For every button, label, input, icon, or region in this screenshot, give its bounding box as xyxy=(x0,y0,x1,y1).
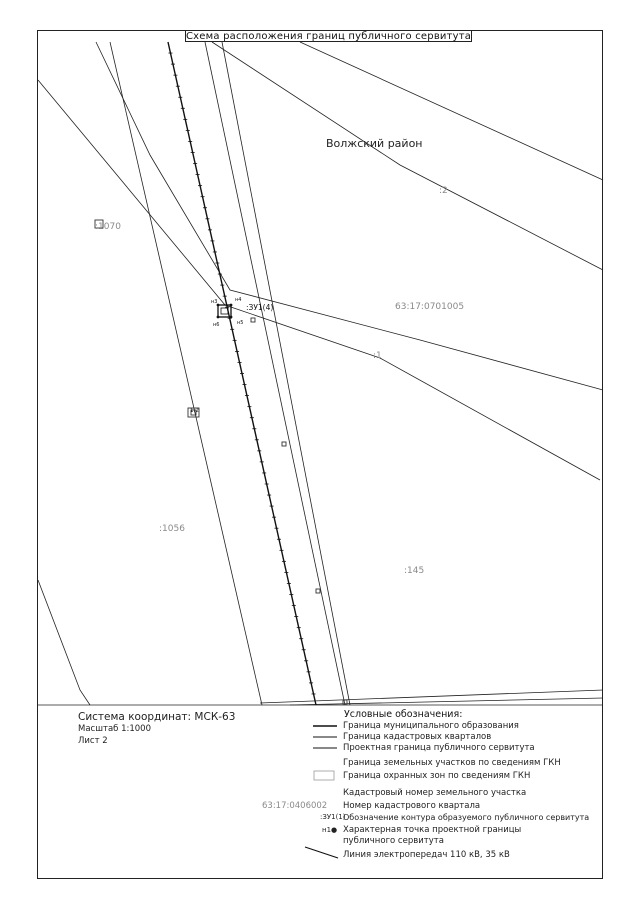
legend-sym-zone xyxy=(313,770,335,781)
legend-item-point-cont: публичного сервитута xyxy=(343,836,444,846)
marker-square xyxy=(250,317,256,323)
parcel-label: :145 xyxy=(404,566,425,576)
legend-item-powerline: Линия электропередач 110 кВ, 35 кВ xyxy=(343,850,510,860)
parcel-label: :1 xyxy=(373,351,382,361)
boundary-line xyxy=(37,579,91,706)
legend-title: Условные обозначения: xyxy=(344,709,463,720)
scale-label: Масштаб 1:1000 xyxy=(78,724,152,734)
point-label: н3 xyxy=(211,299,218,305)
servitude-contour xyxy=(217,304,232,318)
info-block: Система координат: МСК-63 Масштаб 1:1000… xyxy=(78,711,235,747)
boundary-line xyxy=(211,41,604,271)
district-label: Волжский район xyxy=(326,137,423,150)
legend-item-parcels: Граница земельных участков по сведениям … xyxy=(343,758,561,768)
boundary-point xyxy=(216,315,220,319)
legend-item-kvartal: Граница кадастровых кварталов xyxy=(343,732,492,742)
zone-square xyxy=(190,409,197,416)
legend-item-point: Характерная точка проектной границы xyxy=(343,825,522,835)
legend-item-zones: Граница охранных зон по сведениям ГКН xyxy=(343,771,531,781)
boundary-point xyxy=(229,315,233,319)
legend-sample-contour: :ЗУ1(1) xyxy=(320,813,346,821)
kvartal-label: 63:17:0701005 xyxy=(395,302,465,312)
power-line-ticks xyxy=(168,52,316,695)
marker-square xyxy=(315,588,321,594)
boundary-point xyxy=(216,303,220,307)
marker-square xyxy=(281,441,287,447)
parcel-label: :2 xyxy=(439,186,448,196)
parcel-label: :1056 xyxy=(159,524,185,534)
legend-item-municipal: Граница муниципального образования xyxy=(343,721,519,731)
point-label: н5 xyxy=(237,320,244,326)
coordinate-system: Система координат: МСК-63 xyxy=(78,711,236,723)
boundary-line xyxy=(221,41,351,706)
boundary-line xyxy=(289,697,604,706)
boundary-line xyxy=(299,41,604,181)
legend-item-servitude: Проектная граница публичного сервитута xyxy=(343,743,535,753)
zone-label: 1:2 xyxy=(190,408,199,414)
servitude-contour-inner xyxy=(220,307,229,315)
boundary-point xyxy=(229,303,233,307)
map-title: Схема расположения границ публичного сер… xyxy=(185,30,472,42)
point-label: н6 xyxy=(213,322,220,328)
legend-sample-point: н1● xyxy=(322,826,338,834)
legend-item-parcel-number: Кадастровый номер земельного участка xyxy=(343,788,527,798)
parcel-label: :1070 xyxy=(95,222,121,232)
sheet-number: Лист 2 xyxy=(78,736,108,746)
legend-sym-powerline xyxy=(304,846,339,859)
servitude-contour-label: :ЗУ1(4) xyxy=(246,303,274,312)
boundary-line xyxy=(95,41,604,391)
point-label: н4 xyxy=(235,297,242,303)
legend-sample-kvartal: 63:17:0406002 xyxy=(262,801,328,811)
legend-item-kvartal-number: Номер кадастрового квартала xyxy=(343,801,481,811)
zone-square xyxy=(187,407,200,418)
boundary-line xyxy=(37,79,601,481)
marker-square xyxy=(342,699,348,705)
boundary-line xyxy=(109,41,263,706)
zone-square xyxy=(94,219,104,229)
boundary-line xyxy=(259,689,604,704)
legend-item-contour: Обозначение контура образуемого публично… xyxy=(343,813,590,822)
boundary-line xyxy=(204,41,346,706)
